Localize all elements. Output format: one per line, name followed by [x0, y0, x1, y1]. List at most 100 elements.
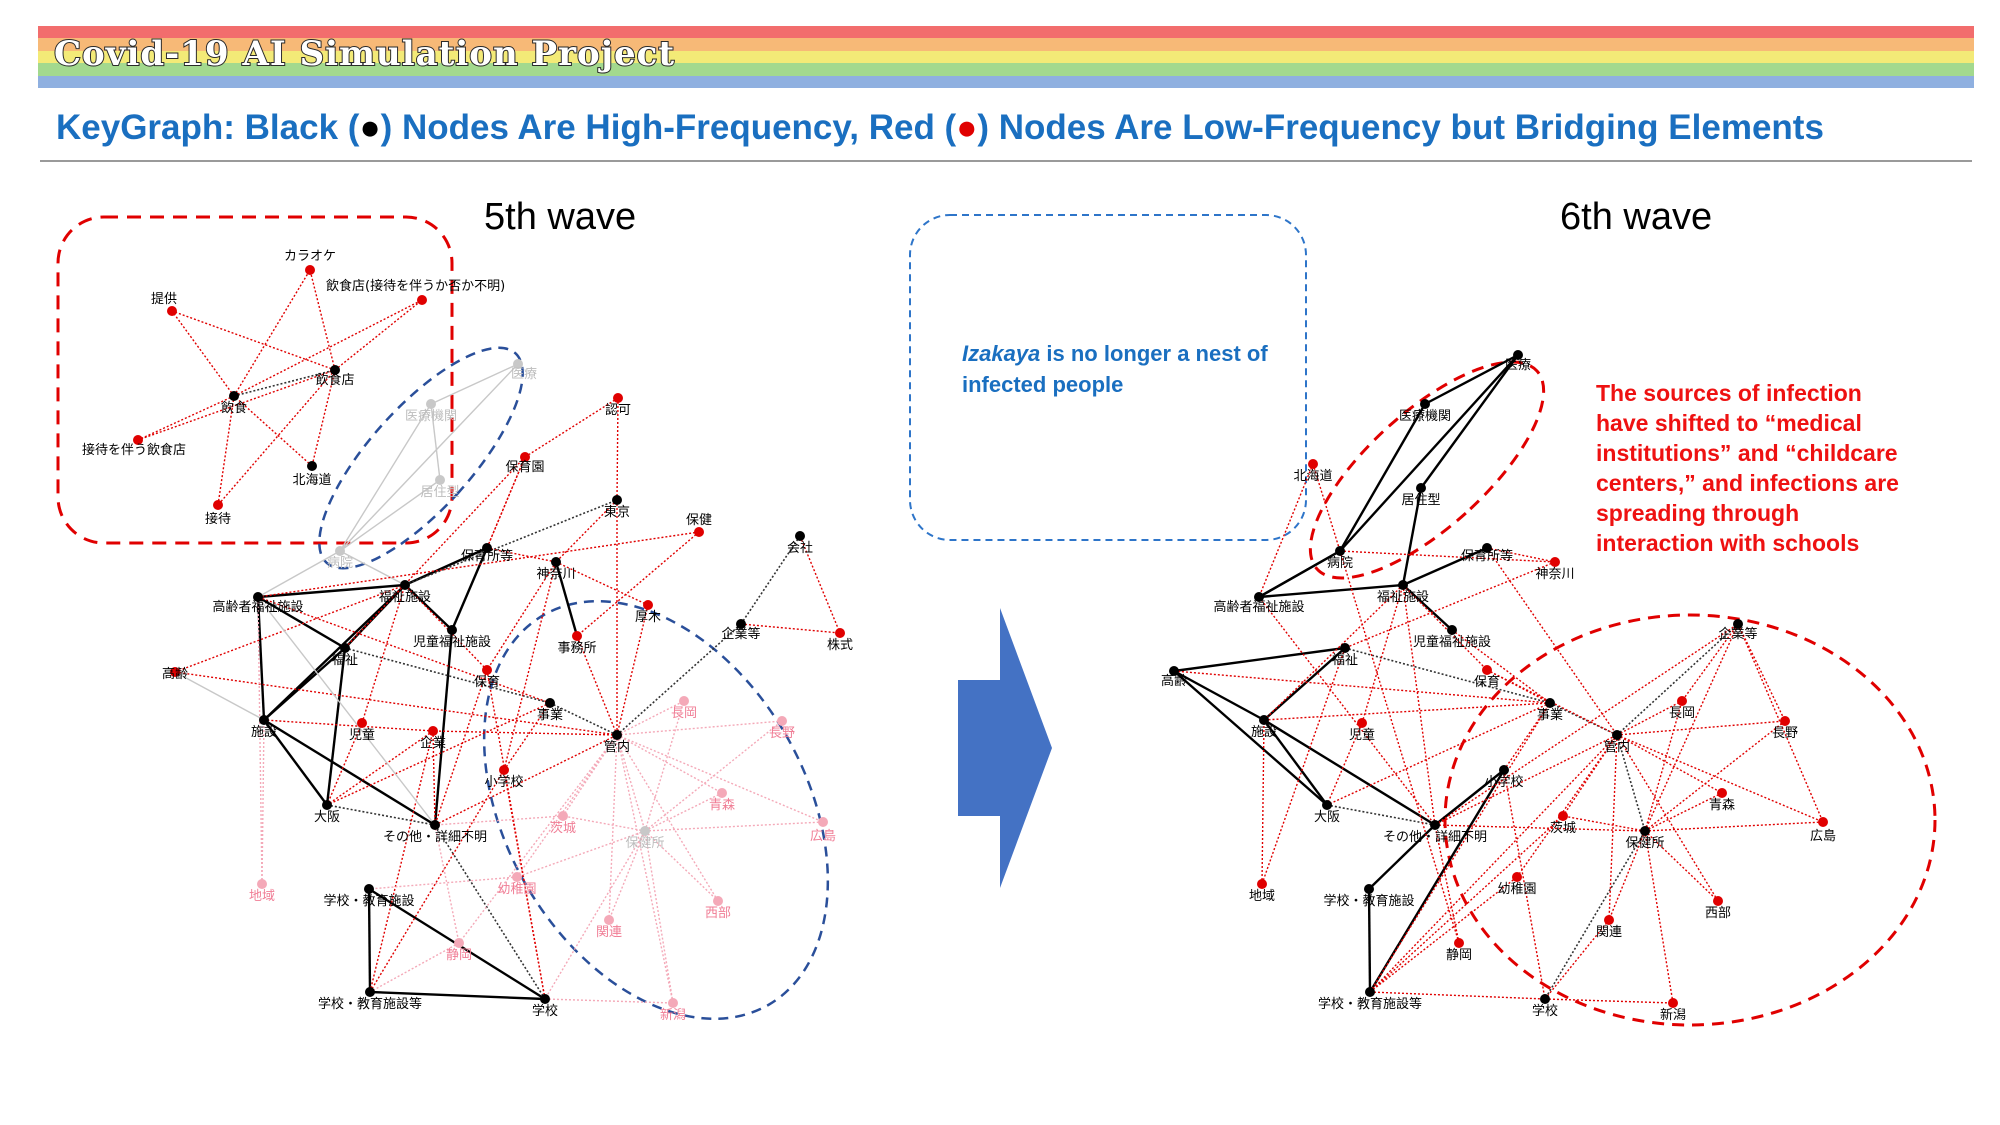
wave6-edge: [1616, 734, 1719, 902]
wave5-edge: [554, 561, 579, 637]
wave5-label-kabushiki: 株式: [827, 638, 853, 653]
wave6-edge: [1173, 670, 1328, 806]
wave5-edge: [404, 546, 488, 587]
wave6-edge: [1616, 720, 1786, 736]
wave5-node-karaoke: [305, 265, 315, 275]
wave5-node-kanren: [604, 915, 614, 925]
wave5-edge: [326, 730, 434, 806]
wave5-label-karaoke: カラオケ: [284, 249, 336, 264]
wave6-node-fukushi: [1340, 643, 1350, 653]
izakaya-cluster-outline: [56, 215, 454, 545]
wave5-node-kannai: [612, 730, 622, 740]
wave5-node-gakkou_kyouiku: [364, 884, 374, 894]
wave6-label-kannai: 管内: [1604, 739, 1630, 755]
wave5-edge: [361, 584, 406, 724]
wave5-edge: [233, 299, 423, 397]
wave6-edge: [1434, 824, 1646, 832]
wave5-label-byoin: 病院: [327, 556, 353, 571]
wave5-edge: [644, 830, 674, 1004]
wave5-label-inshokuten_q: 飲食店(接待を伴うか否か不明): [326, 278, 505, 294]
wave6-edge: [1369, 991, 1546, 1000]
wave5-label-kigyoutou: 企業等: [721, 626, 760, 642]
wave5-label-kourei: 高齢: [162, 666, 188, 682]
wave6-label-niigata: 新潟: [1660, 1007, 1686, 1023]
wave5-node-nagaoka: [679, 696, 689, 706]
wave6-edge: [1369, 734, 1618, 993]
wave5-edge: [555, 561, 649, 606]
wave6-label-hokkaido: 北海道: [1293, 469, 1332, 484]
wave6-edge: [1263, 719, 1328, 806]
wave6-label-kourei: 高齢: [1161, 673, 1187, 689]
wave6-label-kigyoutou: 企業等: [1718, 626, 1757, 642]
wave6-edge: [1339, 550, 1460, 944]
wave5-node-fukushi: [340, 643, 350, 653]
wave5-label-fukushishisetsu: 福祉施設: [379, 589, 431, 605]
infection-source-note: The sources of infection have shifted to…: [1596, 380, 1899, 556]
wave6-edge: [1261, 719, 1265, 885]
wave5-label-jimusho: 事務所: [557, 641, 596, 656]
wave5-node-hokkaido: [307, 461, 317, 471]
wave6-edge: [1608, 734, 1618, 921]
wave5-edge: [263, 584, 406, 721]
wave5-label-niigata: 新潟: [660, 1007, 686, 1023]
wave5-edge: [516, 830, 646, 878]
wave5-label-gakkou_kyouiku_tou: 学校・教育施設等: [318, 996, 422, 1012]
wave5-edge: [616, 734, 719, 902]
wave6-node-nagano: [1780, 716, 1790, 726]
wave6-label-jido: 児童: [1349, 727, 1375, 743]
wave6-edge: [1344, 647, 1551, 704]
wave5-edge: [404, 584, 453, 631]
wave5-edge: [486, 456, 526, 549]
izakaya-note-rest: is no longer a nest of infected people: [962, 341, 1268, 397]
wave5-label-hoiku: 保育: [474, 674, 500, 690]
wave5-edge: [339, 403, 432, 552]
wave6-node-kanren: [1604, 915, 1614, 925]
wave6-edge: [1173, 670, 1551, 704]
wave6-edge: [1616, 734, 1723, 794]
wave6-node-hokenjo: [1640, 826, 1650, 836]
wave5-label-osaka: 大阪: [314, 810, 340, 825]
wave6-node-jido_fukushi: [1447, 625, 1457, 635]
wave5-label-gakkou: 学校: [532, 1003, 558, 1019]
wave5-edge: [325, 647, 347, 806]
wave6-edge: [1486, 547, 1618, 736]
wave6-node-koureisha: [1254, 592, 1264, 602]
wave5-label-kaisha: 会社: [787, 540, 813, 556]
wave6-edge: [1644, 623, 1739, 832]
wave5-edge: [562, 815, 646, 832]
wave5-label-hokenjo: 保健所: [625, 836, 664, 851]
wave5-label-youchien: 幼稚園: [497, 882, 536, 897]
wave6-edge: [1173, 669, 1265, 722]
wave5-edge: [257, 550, 341, 598]
wave5-edge: [233, 395, 313, 467]
wave5-node-kigyo: [428, 726, 438, 736]
wave5-node-chiiki: [257, 879, 267, 889]
wave6-node-shizuoka: [1454, 938, 1464, 948]
wave6-node-sonota: [1430, 820, 1440, 830]
wave6-label-shogakko: 小学校: [1484, 774, 1523, 790]
wave5-node-youchien: [512, 872, 522, 882]
wave5-edge: [369, 769, 505, 993]
wave5-edge: [434, 815, 564, 826]
heading-divider: [40, 160, 1972, 162]
wave5-edge: [137, 395, 235, 441]
wave6-edge: [1616, 623, 1739, 736]
wave5-node-jimusho: [572, 631, 582, 641]
medical-cluster-outline-6: [1308, 360, 1546, 580]
wave5-edge: [503, 561, 557, 771]
wave5-edge: [263, 718, 436, 827]
wave5-node-osaka: [322, 800, 332, 810]
wave6-node-kyojugata: [1416, 483, 1426, 493]
wave5-edge: [174, 671, 618, 736]
wave6-edge: [1263, 702, 1551, 721]
wave5-edge: [555, 499, 618, 563]
wave5-label-chiiki: 地域: [249, 889, 275, 904]
wave5-label-settai_inshokuten: 接待を伴う飲食店: [82, 442, 186, 458]
wave6-label-ibaraki: 茨城: [1550, 821, 1576, 836]
wave6-label-byoin: 病院: [1327, 556, 1353, 571]
wave5-label-nagano: 長野: [769, 726, 795, 741]
wave5-edge: [503, 702, 551, 771]
banner-stripe: [38, 38, 1974, 51]
wave6-label-nagano: 長野: [1772, 726, 1798, 741]
